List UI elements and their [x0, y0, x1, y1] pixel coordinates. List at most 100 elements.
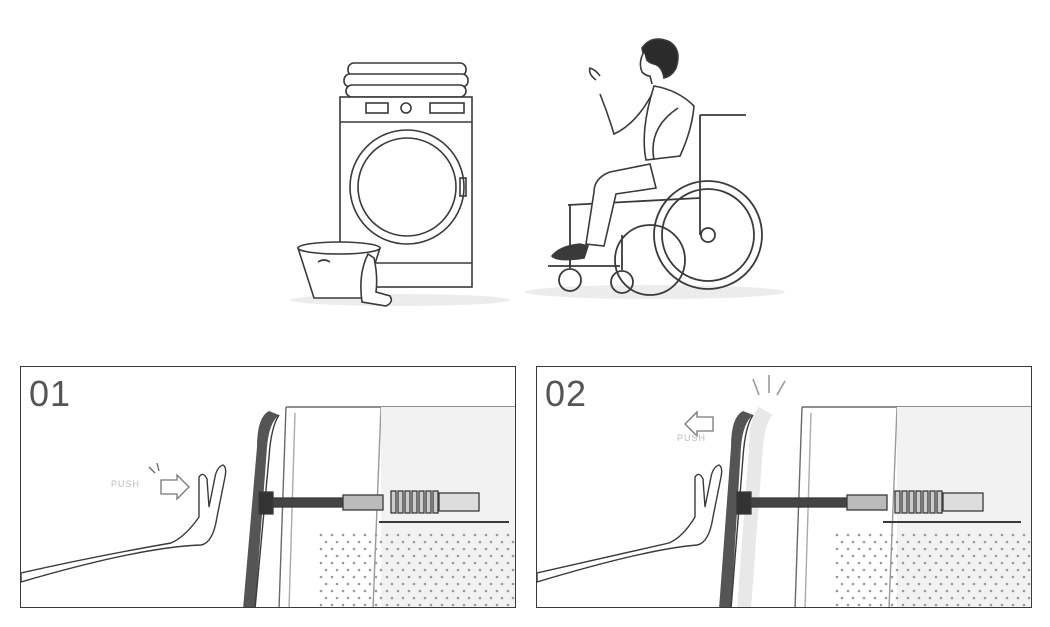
drum-dot — [1016, 582, 1020, 586]
drum-dot — [928, 540, 932, 544]
drum-dot — [906, 568, 910, 572]
drum-dot — [484, 533, 488, 537]
drum-dot — [1027, 554, 1031, 558]
drum-dot — [456, 596, 460, 600]
drum-dot — [374, 575, 378, 579]
wheelchair-icon — [548, 114, 763, 296]
drum-dot — [429, 547, 433, 551]
drum-dot — [500, 596, 504, 600]
drum-dot — [500, 582, 504, 586]
drum-dot — [324, 596, 328, 600]
drum-dot — [473, 575, 477, 579]
drum-dot — [840, 554, 844, 558]
drum-dot — [396, 547, 400, 551]
drum-dots — [835, 533, 1031, 607]
drum-dot — [873, 554, 877, 558]
drum-dot — [495, 533, 499, 537]
drum-dot — [363, 575, 367, 579]
drum-dot — [912, 547, 916, 551]
drum-dot — [906, 540, 910, 544]
drum-dot — [418, 589, 422, 593]
drum-dot — [440, 603, 444, 607]
drum-dot — [484, 575, 488, 579]
drum-dot — [418, 533, 422, 537]
drum-dot — [335, 582, 339, 586]
drum-dot — [994, 582, 998, 586]
drum-dot — [390, 554, 394, 558]
drum-dot — [484, 561, 488, 565]
drum-dot — [862, 568, 866, 572]
drum-dot — [374, 533, 378, 537]
drum-dot — [873, 596, 877, 600]
drum-dot — [972, 582, 976, 586]
drum-dot — [1022, 533, 1026, 537]
drum-dot — [917, 596, 921, 600]
drum-dot — [1022, 603, 1026, 607]
drum-dot — [401, 596, 405, 600]
drum-dot — [840, 568, 844, 572]
washer-body — [794, 406, 1031, 607]
drum-dot — [1027, 596, 1031, 600]
drum-dot — [1000, 547, 1004, 551]
drum-dot — [319, 589, 323, 593]
drum-dot — [407, 533, 411, 537]
drum-dot — [906, 582, 910, 586]
drum-dot — [928, 554, 932, 558]
drum-dot — [901, 575, 905, 579]
drum-dot — [961, 568, 965, 572]
drum-dot — [862, 596, 866, 600]
drum-dot — [862, 540, 866, 544]
drum-dot — [851, 554, 855, 558]
drum-dot — [319, 547, 323, 551]
drum-dot — [917, 554, 921, 558]
drum-dot — [923, 561, 927, 565]
drum-dot — [989, 589, 993, 593]
drum-dot — [374, 589, 378, 593]
drum-dot — [939, 582, 943, 586]
drum-dot — [857, 547, 861, 551]
drum-dot — [884, 582, 888, 586]
drum-dot — [478, 540, 482, 544]
drum-dot — [390, 568, 394, 572]
drum-dot — [851, 540, 855, 544]
drum-dot — [368, 582, 372, 586]
drum-dot — [363, 561, 367, 565]
drum-dot — [873, 582, 877, 586]
drum-dot — [379, 568, 383, 572]
drum-dot — [440, 547, 444, 551]
drum-dot — [857, 561, 861, 565]
drum-dot — [994, 554, 998, 558]
drum-dot — [374, 561, 378, 565]
drum-dot — [945, 533, 949, 537]
drum-dot — [396, 603, 400, 607]
drum-dot — [451, 589, 455, 593]
drum-dot — [484, 547, 488, 551]
drum-dot — [478, 582, 482, 586]
drum-dot — [934, 603, 938, 607]
drum-dot — [923, 603, 927, 607]
drum-dot — [368, 568, 372, 572]
drum-dot — [506, 603, 510, 607]
drum-dot — [363, 603, 367, 607]
drum-dot — [978, 547, 982, 551]
drum-dot — [1011, 589, 1015, 593]
drum-dot — [961, 554, 965, 558]
drum-dot — [434, 540, 438, 544]
drum-dot — [434, 554, 438, 558]
drum-dot — [412, 568, 416, 572]
drum-dot — [478, 568, 482, 572]
drum-dot — [862, 554, 866, 558]
drum-dot — [928, 596, 932, 600]
drum-dot — [429, 603, 433, 607]
drum-dot — [1005, 554, 1009, 558]
drum-dot — [879, 533, 883, 537]
drum-dot — [451, 547, 455, 551]
push-label: PUSH — [677, 433, 707, 443]
push-arrow-icon — [160, 473, 190, 501]
drum-dot — [879, 603, 883, 607]
drum-dot — [978, 533, 982, 537]
drum-dot — [901, 603, 905, 607]
drum-dot — [341, 533, 345, 537]
drum-dot — [879, 547, 883, 551]
drum-dot — [939, 568, 943, 572]
